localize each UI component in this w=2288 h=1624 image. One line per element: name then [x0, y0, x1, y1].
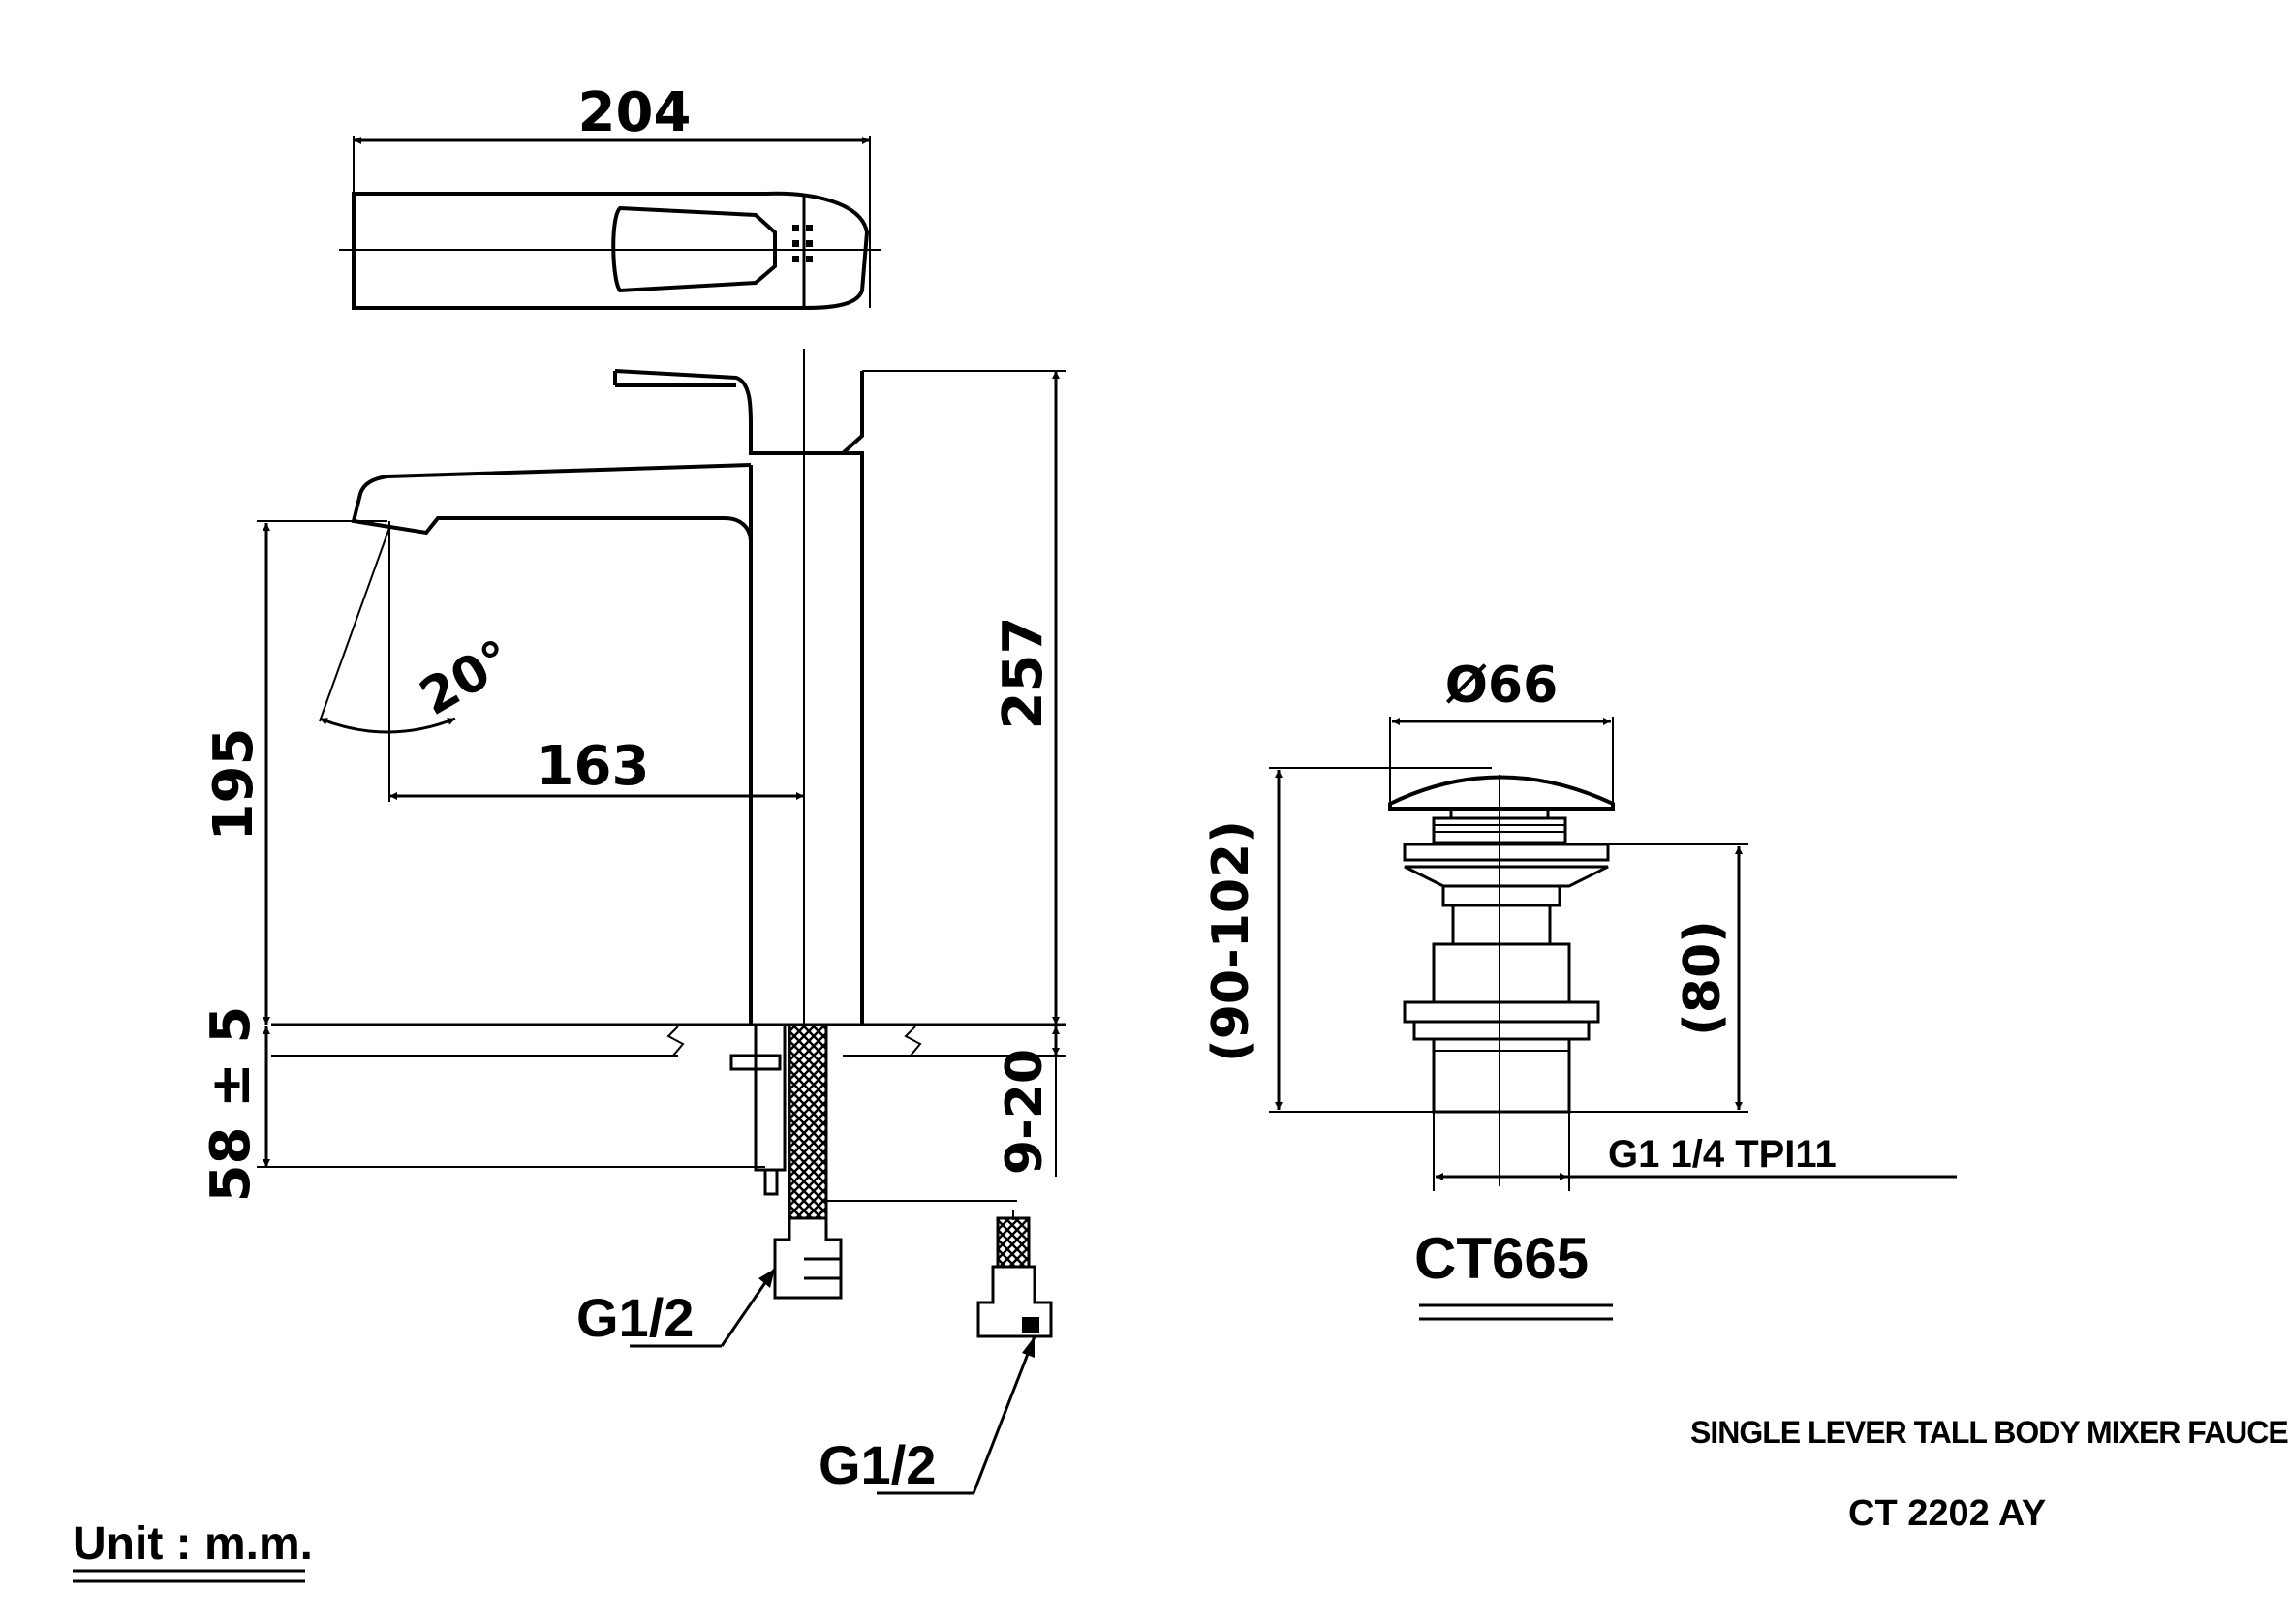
waste-drain-view [1269, 717, 1957, 1321]
spout-height-dim: 195 [202, 728, 265, 842]
faucet-side-view [257, 349, 1066, 1495]
waste-adjust-height-dim: (90-102) [1202, 820, 1260, 1062]
spout-reach-dim: 163 [537, 735, 650, 798]
waste-model-label: CT665 [1414, 1226, 1589, 1291]
waste-thread-label: G1 1/4 TPI11 [1608, 1133, 1837, 1176]
top-width-dim: 204 [578, 81, 692, 144]
faucet-top-view [339, 136, 881, 310]
below-deck-dim: 58 ± 5 [200, 1006, 263, 1203]
waste-body-height-dim: (80) [1674, 920, 1732, 1036]
product-description: SINGLE LEVER TALL BODY MIXER FAUCET [1690, 1415, 2288, 1450]
unit-label: Unit : m.m. [73, 1518, 313, 1570]
overall-height-dim: 257 [992, 617, 1055, 730]
inlet-right-label: G1/2 [819, 1434, 936, 1495]
waste-diameter-dim: Ø66 [1445, 657, 1559, 715]
product-model: CT 2202 AY [1848, 1493, 2046, 1534]
deck-thickness-dim: 9-20 [996, 1049, 1054, 1175]
spout-angle-dim: 20° [411, 629, 522, 727]
inlet-left-label: G1/2 [576, 1287, 694, 1348]
